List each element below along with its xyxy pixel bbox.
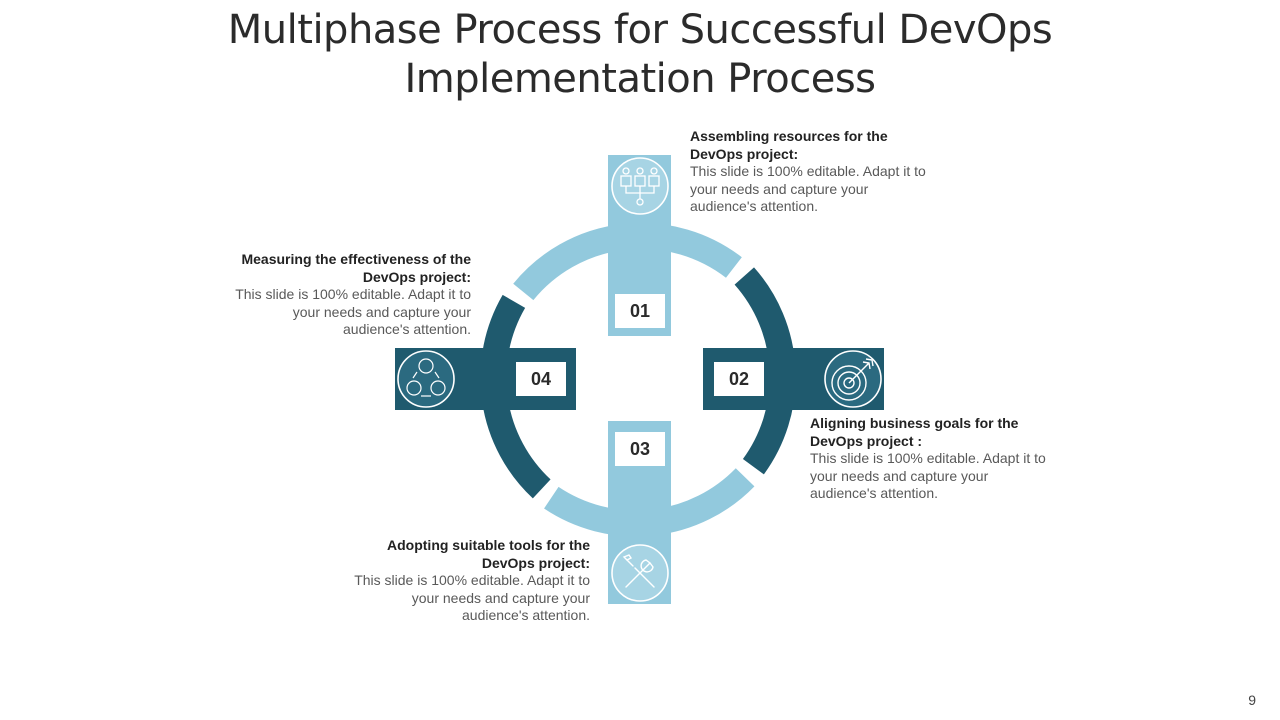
- phase-03-description: Adopting suitable tools for the DevOps p…: [350, 537, 590, 625]
- phase-04-heading: Measuring the effectiveness of the DevOp…: [241, 251, 471, 285]
- phase-number-01: 01: [615, 294, 665, 328]
- phase-02-heading: Aligning business goals for the DevOps p…: [810, 415, 1019, 449]
- wrench-screwdriver-icon: [611, 544, 669, 602]
- target-arrow-icon: [824, 350, 882, 408]
- phase-02-body: This slide is 100% editable. Adapt it to…: [810, 450, 1046, 501]
- phase-number-03: 03: [615, 432, 665, 466]
- phase-03-body: This slide is 100% editable. Adapt it to…: [354, 572, 590, 623]
- slide-title-line-1: Multiphase Process for Successful DevOps: [227, 7, 1053, 53]
- phase-number-04: 04: [516, 362, 566, 396]
- phase-01-body: This slide is 100% editable. Adapt it to…: [690, 163, 926, 214]
- phase-04-body: This slide is 100% editable. Adapt it to…: [235, 286, 471, 337]
- page-number: 9: [1248, 692, 1256, 708]
- phase-04-description: Measuring the effectiveness of the DevOp…: [231, 251, 471, 339]
- phase-01-heading: Assembling resources for the DevOps proj…: [690, 128, 888, 162]
- team-network-icon: [611, 157, 669, 215]
- phase-01-description: Assembling resources for the DevOps proj…: [690, 128, 930, 216]
- phase-02-description: Aligning business goals for the DevOps p…: [810, 415, 1050, 503]
- slide-title-line-2: Implementation Process: [404, 56, 876, 102]
- phase-03-heading: Adopting suitable tools for the DevOps p…: [387, 537, 590, 571]
- phase-number-02: 02: [714, 362, 764, 396]
- slide-title: Multiphase Process for Successful DevOps…: [0, 6, 1280, 104]
- people-cycle-icon: [397, 350, 455, 408]
